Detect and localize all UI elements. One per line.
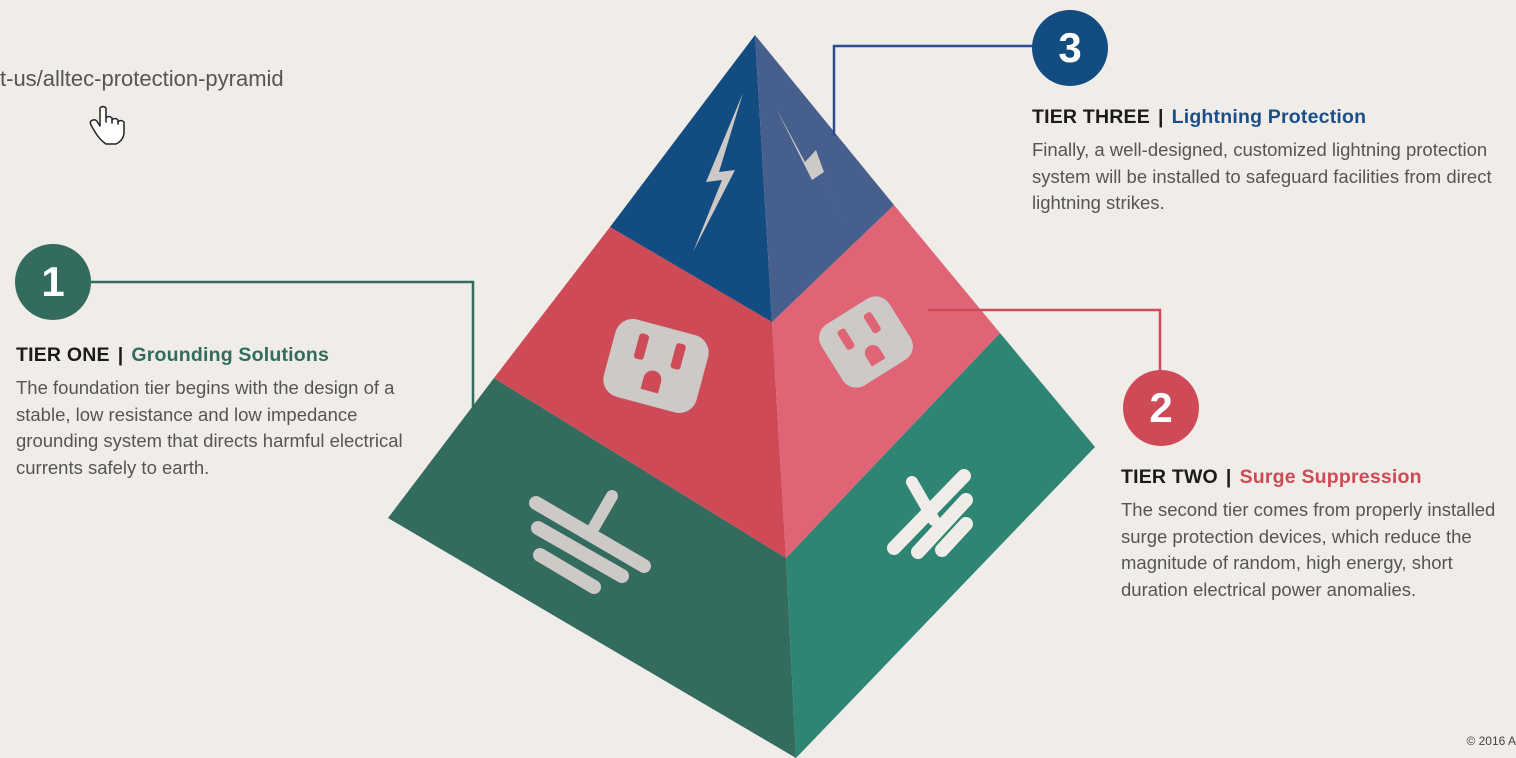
tier-two-number-badge: 2 (1123, 370, 1199, 446)
heading-separator: | (117, 344, 124, 366)
ground-symbol-icon (529, 490, 651, 594)
tier-three-left-face (610, 35, 772, 322)
tier-two-description: TIER TWO | Surge Suppression The second ti… (1121, 466, 1501, 603)
lightning-bolt-icon (776, 108, 842, 222)
tier-three-heading: TIER THREE | Lightning Protection (1032, 106, 1506, 129)
heading-separator: | (1225, 466, 1232, 488)
tier-one-subtitle: Grounding Solutions (131, 344, 330, 366)
tier-three-number-badge: 3 (1032, 10, 1108, 86)
lightning-bolt-icon (693, 93, 743, 252)
hand-cursor-icon (89, 105, 125, 145)
tier-three-right-face (755, 35, 894, 322)
tier-three-subtitle: Lightning Protection (1171, 106, 1367, 128)
tier-three-label: TIER THREE (1032, 106, 1150, 128)
tier-one-connector (90, 280, 475, 508)
tier-one-label: TIER ONE (16, 344, 110, 366)
power-outlet-icon (819, 296, 913, 388)
tier-two-body: The second tier comes from properly inst… (1121, 499, 1496, 600)
tier-three-connector (832, 44, 1034, 136)
tier-one-description: TIER ONE | Grounding Solutions The foundat… (16, 344, 406, 481)
tier-one-heading: TIER ONE | Grounding Solutions (16, 344, 406, 367)
tier-one-number-badge: 1 (15, 244, 91, 320)
tier-two-label: TIER TWO (1121, 466, 1218, 488)
tier-two-heading: TIER TWO | Surge Suppression (1121, 466, 1501, 489)
tier-two-connector (928, 308, 1162, 372)
tier-three-description: TIER THREE | Lightning Protection Finally,… (1032, 106, 1506, 217)
heading-separator: | (1157, 106, 1164, 128)
tier-two-right-face (772, 205, 1000, 558)
ground-symbol-icon (887, 469, 973, 559)
power-outlet-icon (603, 318, 709, 414)
tier-two-subtitle: Surge Suppression (1239, 466, 1422, 488)
tier-three-body: Finally, a well-designed, customized lig… (1032, 139, 1492, 213)
copyright-text: © 2016 A (1466, 734, 1516, 748)
tier-one-left-face (388, 378, 796, 758)
url-text[interactable]: t-us/alltec-protection-pyramid (0, 66, 284, 91)
tier-one-body: The foundation tier begins with the desi… (16, 377, 403, 478)
